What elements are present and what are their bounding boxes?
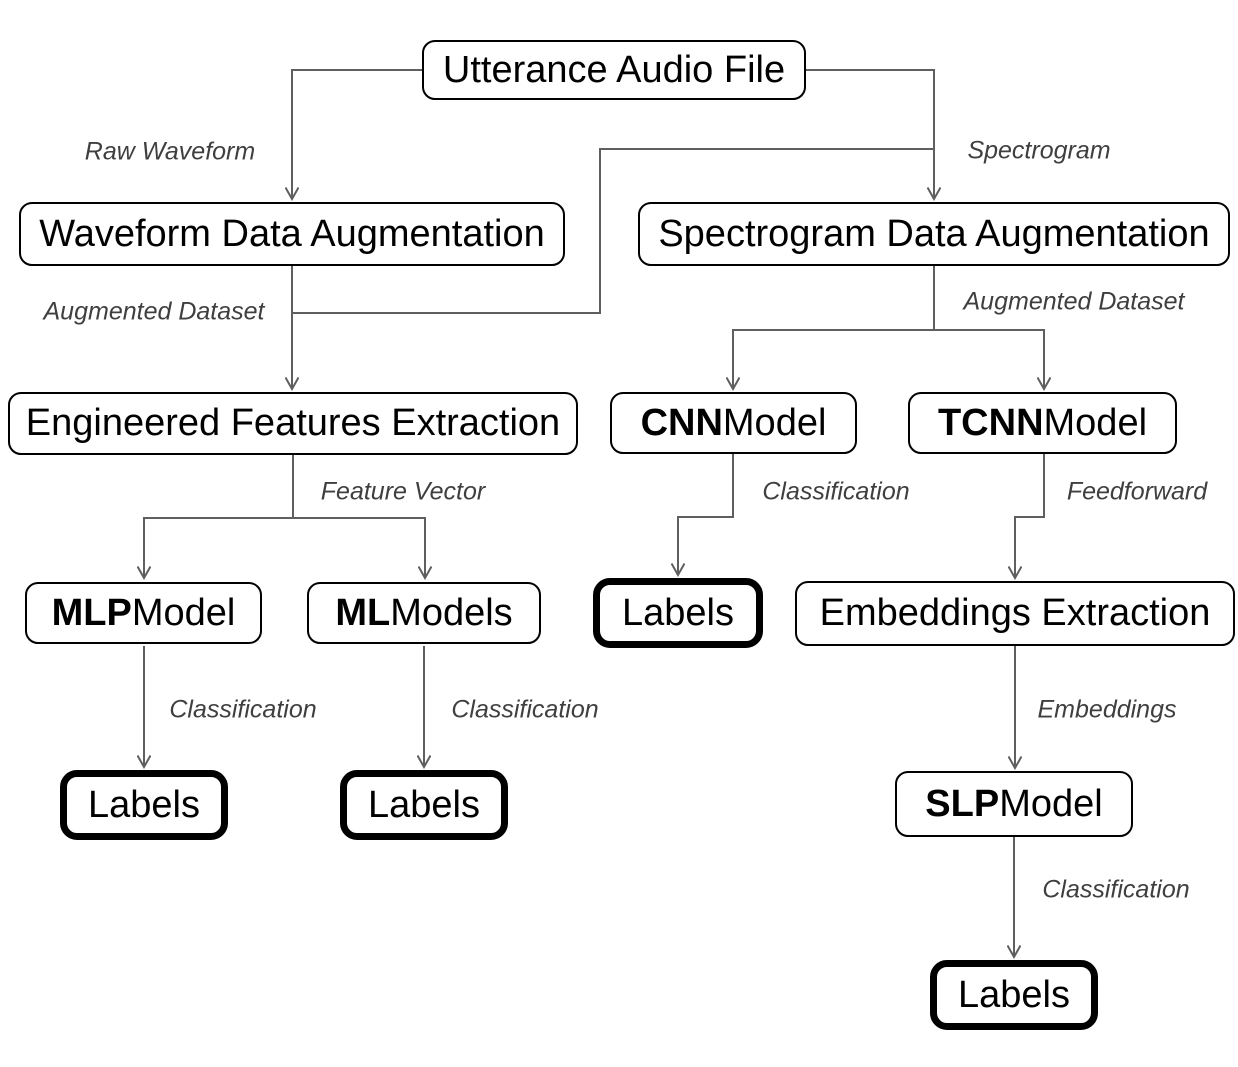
edge-spectrogram-aug-to-cnn [733, 329, 934, 389]
node-label-bold: MLP [51, 591, 132, 634]
node-labels-mlp: Labels [60, 770, 228, 840]
edge-label-feature-vector: Feature Vector [316, 477, 490, 507]
node-label: Model [999, 782, 1103, 825]
node-label: Labels [368, 783, 480, 826]
node-label: Waveform Data Augmentation [39, 212, 545, 255]
node-label: Engineered Features Extraction [25, 402, 561, 444]
node-label-bold: TCNN [937, 401, 1044, 444]
edge-utterance-to-waveform-aug [292, 69, 422, 199]
node-label: Labels [958, 973, 1070, 1016]
node-labels-ml: Labels [340, 770, 508, 840]
edge-tcnn-to-embeddings-ext [1015, 454, 1045, 578]
edge-label-embeddings: Embeddings [1033, 695, 1181, 725]
edge-label-augmented-dataset-left: Augmented Dataset [39, 297, 269, 327]
edge-label-raw-waveform: Raw Waveform [80, 137, 260, 167]
node-label: Models [390, 591, 513, 634]
node-labels-slp: Labels [930, 960, 1098, 1030]
edge-label-feedforward: Feedforward [1062, 477, 1212, 507]
edge-spectrogram-aug-to-tcnn [934, 329, 1044, 389]
node-label: Labels [88, 783, 200, 826]
edge-label-classification-ml: Classification [447, 695, 603, 725]
node-spectrogram-data-augmentation: Spectrogram Data Augmentation [638, 202, 1230, 266]
node-label: Model [1043, 401, 1148, 444]
node-label: Utterance Audio File [442, 48, 786, 91]
node-label-bold: SLP [925, 782, 1000, 825]
node-utterance-audio-file: Utterance Audio File [422, 40, 806, 100]
node-tcnn-model: TCNN Model [908, 392, 1177, 454]
node-label: Embeddings Extraction [819, 592, 1211, 634]
edge-label-classification-cnn: Classification [758, 477, 914, 507]
node-embeddings-extraction: Embeddings Extraction [795, 581, 1235, 646]
edge-engineered-to-ml [293, 517, 425, 578]
node-label: Model [722, 401, 827, 444]
node-cnn-model: CNN Model [610, 392, 857, 454]
edge-utterance-to-spectrogram-aug [806, 69, 934, 199]
node-slp-model: SLP Model [895, 771, 1133, 837]
node-label: Labels [622, 591, 734, 634]
node-label-bold: ML [335, 591, 391, 634]
edge-label-classification-slp: Classification [1038, 875, 1194, 905]
node-mlp-model: MLP Model [25, 582, 262, 644]
node-label: Spectrogram Data Augmentation [658, 212, 1210, 255]
node-ml-models: ML Models [307, 582, 541, 644]
edge-label-augmented-dataset-right: Augmented Dataset [959, 287, 1189, 317]
edge-cnn-to-labels [678, 454, 734, 575]
edge-label-spectrogram: Spectrogram [963, 136, 1115, 166]
node-labels-cnn: Labels [593, 578, 763, 648]
node-label-bold: CNN [640, 401, 723, 444]
node-label: Model [131, 591, 236, 634]
edge-engineered-to-mlp [144, 517, 293, 578]
edge-waveform-aug-to-spectrogram-aug-merge [292, 148, 933, 314]
node-engineered-features-extraction: Engineered Features Extraction [8, 392, 578, 455]
node-waveform-data-augmentation: Waveform Data Augmentation [19, 202, 565, 266]
edge-label-classification-mlp: Classification [165, 695, 321, 725]
